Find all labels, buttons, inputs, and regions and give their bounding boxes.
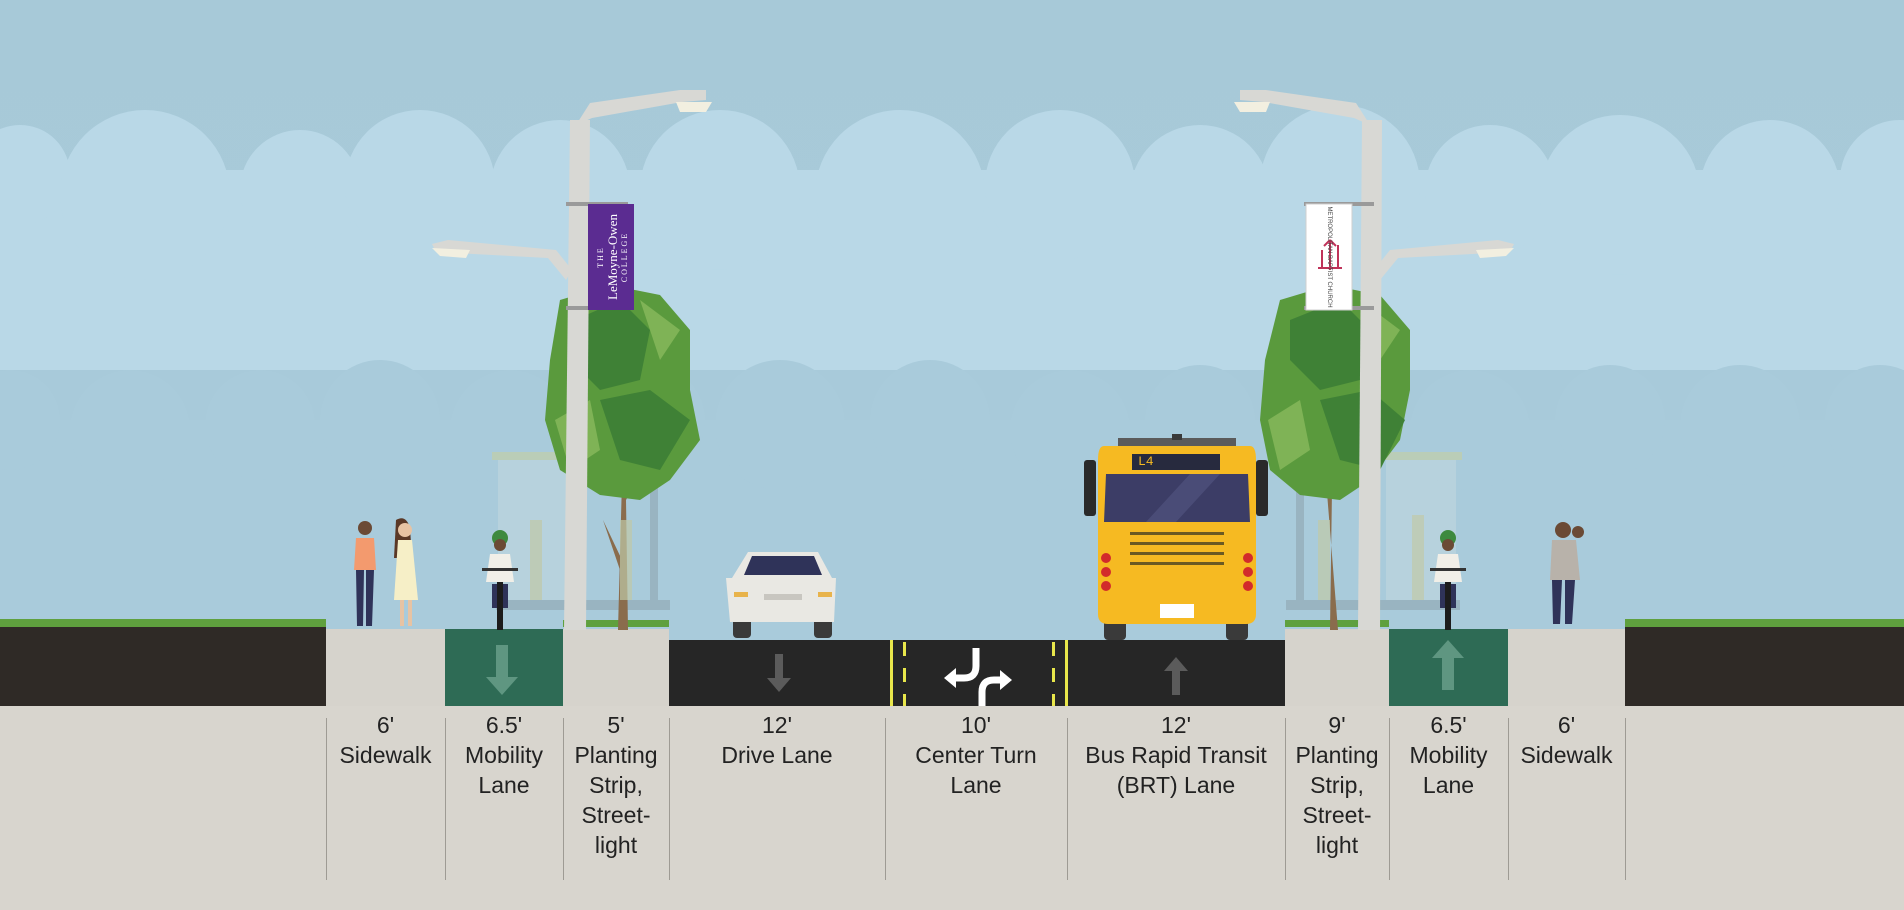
car (726, 552, 836, 638)
arrow-up-icon (1432, 640, 1464, 690)
right-banner-text: METROPOLITAN BAPTIST CHURCH (1306, 204, 1352, 310)
left-banner (588, 204, 634, 310)
segment-name: Center Turn Lane (915, 742, 1037, 798)
segment-label-mobility-lane-right: 6.5' Mobility Lane (1389, 710, 1508, 800)
banner-main-text: LeMoyne-Owen (605, 214, 620, 300)
segment-name: Sidewalk (1520, 742, 1613, 768)
segment-label-sidewalk-right: 6' Sidewalk (1508, 710, 1625, 770)
divider (445, 718, 446, 880)
segment-name: Bus Rapid Transit (BRT) Lane (1085, 742, 1267, 798)
segment-width: 5' (607, 712, 625, 738)
divider (326, 718, 327, 880)
segment-name: Planting Strip, Street-light (1295, 742, 1379, 858)
segment-width: 6' (1557, 712, 1576, 738)
divider (563, 718, 564, 880)
pedestrian-woman-left (394, 518, 418, 626)
soil-left (0, 626, 326, 706)
segment-name: Planting Strip, Street-light (574, 742, 658, 858)
segment-width: 12' (1161, 712, 1191, 738)
bus (1084, 434, 1268, 640)
segment-name: Mobility Lane (465, 742, 543, 798)
ground (0, 706, 1904, 910)
segment-name: Drive Lane (721, 742, 833, 768)
brt-lane-arrow-icon (1164, 657, 1188, 695)
segment-label-planting-strip-right: 9' Planting Strip, Street-light (1285, 710, 1389, 860)
bus-route-sign: L4 (1138, 454, 1154, 469)
segment-width: 9' (1328, 712, 1346, 738)
clouds-back (0, 105, 1904, 370)
segment-label-brt-lane: 12' Bus Rapid Transit (BRT) Lane (1067, 710, 1285, 800)
segment-label-sidewalk-left: 6' Sidewalk (326, 710, 445, 770)
planting-strip-right (1285, 629, 1389, 706)
divider (885, 718, 886, 880)
divider (1508, 718, 1509, 880)
segment-name: Mobility Lane (1409, 742, 1488, 798)
planting-strip-left (563, 629, 669, 706)
pedestrian-man-left (354, 521, 376, 626)
segment-width: 12' (762, 712, 792, 738)
sidewalk-right (1508, 629, 1625, 706)
cyclist-right (1430, 530, 1466, 630)
segment-width: 6.5' (1430, 712, 1467, 738)
segment-label-planting-strip-left: 5' Planting Strip, Street-light (563, 710, 669, 860)
soil-right (1625, 626, 1904, 706)
segment-width: 6' (376, 712, 395, 738)
segment-label-drive-lane: 12' Drive Lane (669, 710, 885, 770)
segment-name: Sidewalk (339, 742, 432, 768)
segment-label-center-turn-lane: 10' Center Turn Lane (885, 710, 1067, 800)
divider (1285, 718, 1286, 880)
divider (669, 718, 670, 880)
banner-text: METROPOLITAN BAPTIST CHURCH (1326, 206, 1332, 308)
segment-label-mobility-lane-left: 6.5' Mobility Lane (445, 710, 563, 800)
pedestrian-right (1550, 522, 1584, 624)
arrow-down-icon (486, 645, 518, 695)
center-lane-markings (890, 640, 1068, 706)
banner-sub-text: COLLEGE (620, 231, 629, 283)
cyclist-left (482, 530, 518, 630)
turn-arrows-icon (954, 648, 1004, 706)
church-logo-icon (1318, 239, 1342, 270)
segment-width: 10' (961, 712, 991, 738)
drive-lane-arrow-icon (767, 654, 791, 692)
divider (1625, 718, 1626, 880)
segment-width: 6.5' (485, 712, 523, 738)
left-banner-text: THE LeMoyne-Owen COLLEGE (588, 204, 634, 310)
divider (1067, 718, 1068, 880)
sidewalk-left (326, 629, 445, 706)
divider (1389, 718, 1390, 880)
